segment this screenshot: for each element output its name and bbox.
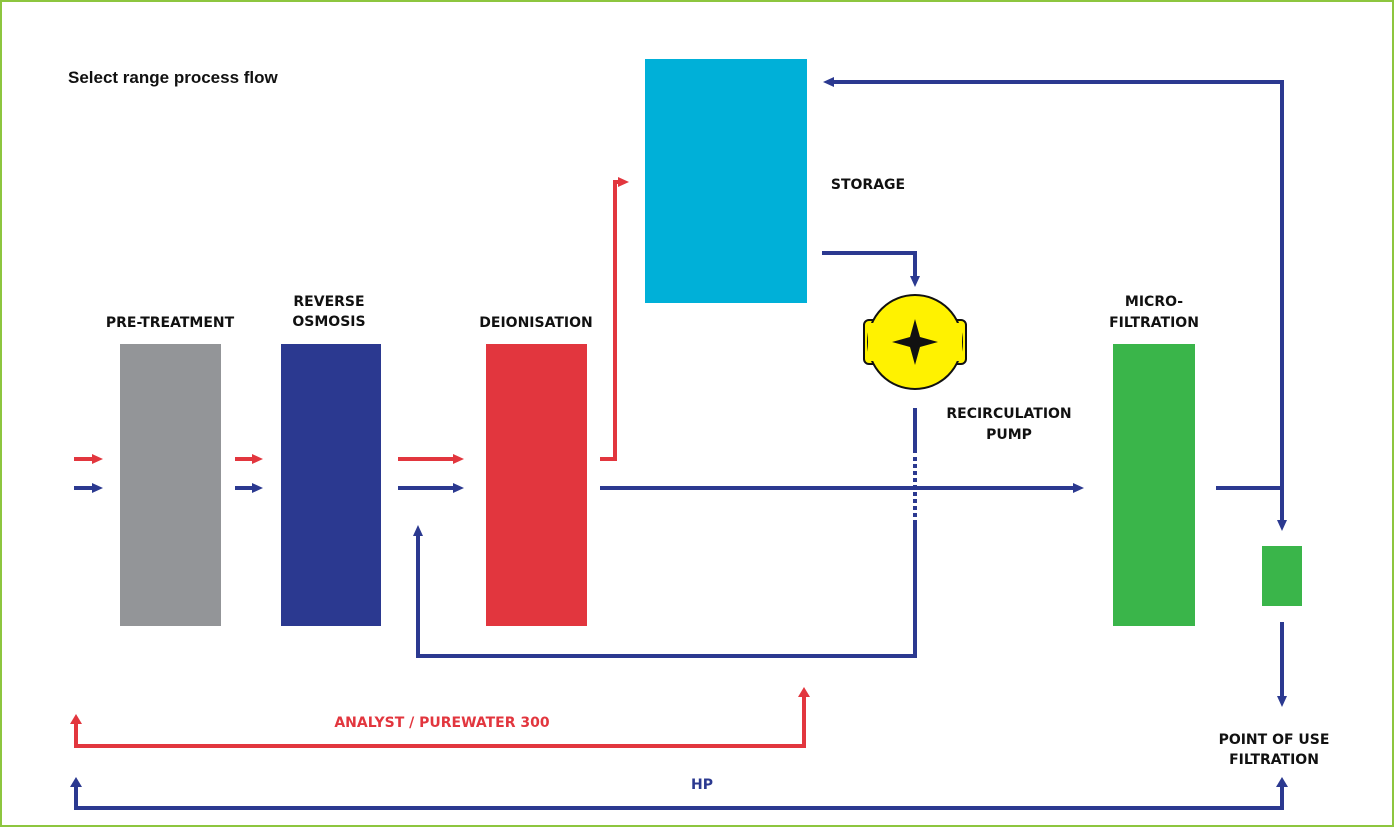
recirculation-pump-label-line2: PUMP — [986, 427, 1032, 443]
analyst-range-label: ANALYST / PUREWATER 300 — [334, 715, 550, 731]
deionisation-to-storage-line — [600, 177, 629, 461]
point-of-use-label-line1: POINT OF USE — [1219, 732, 1330, 748]
storage-to-pump-line — [822, 251, 920, 287]
reverse-osmosis-label-line1: REVERSE — [293, 294, 364, 310]
point-of-use-label-line2: FILTRATION — [1229, 752, 1319, 768]
microfiltration-unit — [1113, 344, 1195, 626]
reverse-osmosis-label-line2: OSMOSIS — [292, 314, 365, 330]
pump-icon — [863, 294, 967, 390]
deionisation-unit — [486, 344, 587, 626]
return-to-storage-line — [823, 77, 1284, 488]
hp-range-bracket — [74, 784, 1284, 810]
analyst-bracket-left-arrow — [70, 714, 82, 724]
recirculation-return-line — [413, 523, 917, 658]
hp-bracket-right-arrow — [1276, 777, 1288, 787]
hp-range-label: HP — [691, 777, 713, 793]
inlet-arrows — [74, 454, 464, 493]
diagram-title: Select range process flow — [68, 68, 279, 87]
pretreatment-label: PRE-TREATMENT — [106, 315, 235, 331]
microfiltration-label-line1: MICRO- — [1125, 294, 1183, 310]
analyst-bracket-right-arrow — [798, 687, 810, 697]
hp-bracket-left-arrow — [70, 777, 82, 787]
reverse-osmosis-unit — [281, 344, 381, 626]
recirculation-pump-label-line1: RECIRCULATION — [946, 406, 1071, 422]
analyst-range-bracket — [74, 692, 806, 748]
point-of-use-filter — [1262, 546, 1302, 606]
microfiltration-label-line2: FILTRATION — [1109, 315, 1199, 331]
pretreatment-unit — [120, 344, 221, 626]
storage-label: STORAGE — [831, 177, 905, 193]
deionisation-label: DEIONISATION — [479, 315, 592, 331]
storage-tank — [645, 59, 807, 303]
